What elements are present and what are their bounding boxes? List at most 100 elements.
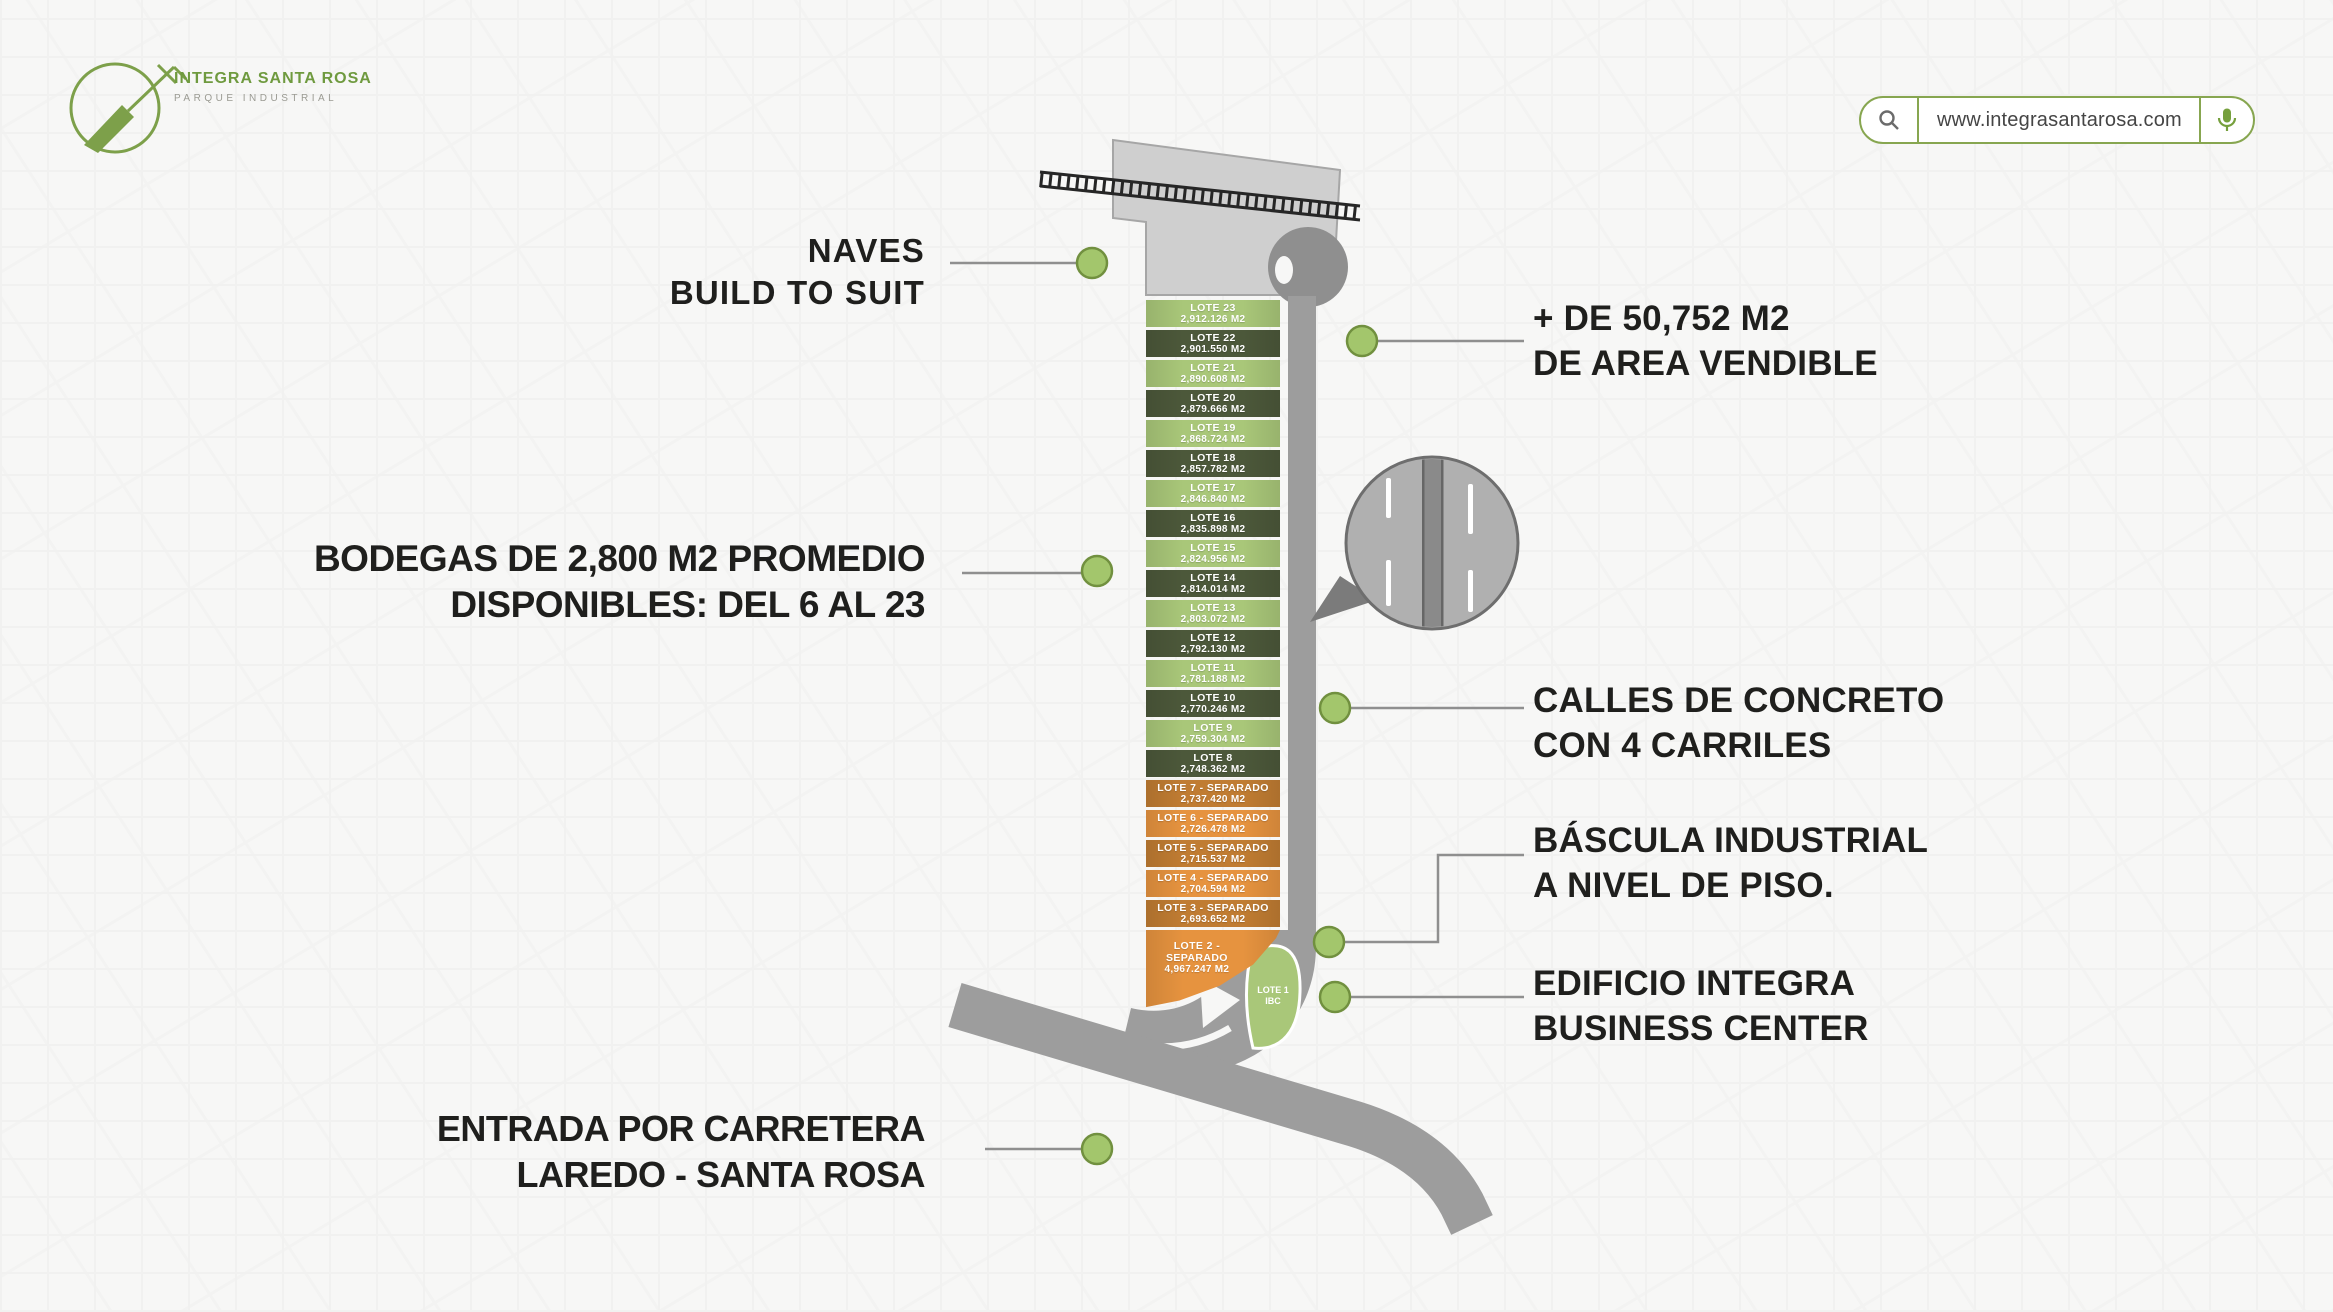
lot-name: LOTE 13	[1190, 601, 1236, 614]
lot-area: 4,967.247 M2	[1164, 964, 1230, 975]
lot-name: LOTE 10	[1190, 691, 1236, 704]
callout-calles-line2: CON 4 CARRILES	[1533, 726, 1832, 765]
lot-name: LOTE 15	[1190, 541, 1236, 554]
bascula-callout-dot	[1312, 925, 1346, 959]
callout-bascula-line1: BÁSCULA INDUSTRIAL	[1533, 821, 1929, 860]
callout-calles: CALLES DE CONCRETO CON 4 CARRILES	[1533, 678, 1944, 768]
lot-area: 2,857.782 M2	[1180, 463, 1246, 475]
callout-naves-line2: BUILD TO SUIT	[669, 274, 925, 311]
lot-name: LOTE 7 - SEPARADO	[1157, 781, 1269, 794]
lot-name: LOTE 11	[1190, 661, 1236, 674]
lot-name: LOTE 19	[1190, 421, 1236, 434]
pill-divider	[2199, 98, 2201, 142]
callout-connectors	[950, 261, 1524, 1151]
lot-area: 2,890.608 M2	[1180, 373, 1246, 385]
microphone-icon[interactable]	[2201, 98, 2253, 142]
bodegas-callout-dot	[1080, 554, 1114, 588]
url-search-bar[interactable]: www.integrasantarosa.com	[1859, 96, 2255, 144]
lot-name: LOTE 18	[1190, 451, 1236, 464]
lot-name: LOTE 2 - SEPARADO	[1165, 940, 1228, 964]
callout-entrada-line1: ENTRADA POR CARRETERA	[436, 1108, 926, 1149]
culdesac-island	[1275, 256, 1293, 284]
callout-edificio: EDIFICIO INTEGRA BUSINESS CENTER	[1533, 961, 1869, 1051]
pill-divider	[1917, 98, 1919, 142]
callout-entrada: ENTRADA POR CARRETERA LAREDO - SANTA ROS…	[436, 1106, 926, 1198]
lot-area: 2,704.594 M2	[1180, 883, 1246, 895]
lot-name: LOTE 20	[1190, 391, 1236, 404]
lot-name: LOTE 14	[1190, 571, 1236, 584]
lot-name: LOTE 16	[1190, 511, 1236, 524]
lot-name: LOTE 12	[1190, 631, 1236, 644]
area-callout-dot	[1345, 324, 1379, 358]
lot-area: 2,835.898 M2	[1180, 523, 1246, 535]
calles-callout-dot	[1318, 691, 1352, 725]
callout-bodegas-line2: DISPONIBLES: DEL 6 AL 23	[450, 584, 925, 625]
brand-name: INTEGRA SANTA ROSA	[174, 70, 372, 87]
railroad-icon	[1039, 170, 1361, 222]
lot-name: LOTE 9	[1193, 721, 1233, 734]
edificio-callout-dot	[1318, 980, 1352, 1014]
callout-area-vendible: + DE 50,752 M2 DE AREA VENDIBLE	[1533, 296, 1878, 386]
brand-text-block: INTEGRA SANTA ROSA PARQUE INDUSTRIAL	[174, 70, 372, 104]
callout-bodegas-line1: BODEGAS DE 2,800 M2 PROMEDIO	[313, 538, 926, 579]
callout-bodegas: BODEGAS DE 2,800 M2 PROMEDIO DISPONIBLES…	[313, 536, 926, 628]
callout-area-line1: + DE 50,752 M2	[1533, 299, 1790, 338]
search-icon[interactable]	[1861, 98, 1917, 142]
lot-area: 2,737.420 M2	[1180, 793, 1246, 805]
lot-1-parcel	[1245, 944, 1302, 1050]
lot-name: LOTE 6 - SEPARADO	[1157, 811, 1269, 824]
callout-calles-line1: CALLES DE CONCRETO	[1533, 681, 1945, 720]
brand-tagline: PARQUE INDUSTRIAL	[174, 93, 338, 104]
callout-edificio-line1: EDIFICIO INTEGRA	[1533, 964, 1856, 1003]
callout-naves: NAVES BUILD TO SUIT	[670, 230, 925, 314]
highway-road	[948, 982, 1493, 1235]
lot-name: LOTE 17	[1190, 481, 1236, 494]
callout-bascula: BÁSCULA INDUSTRIAL A NIVEL DE PISO.	[1533, 818, 1928, 908]
lot-area: 2,726.478 M2	[1180, 823, 1246, 835]
lot-name: LOTE 5 - SEPARADO	[1157, 841, 1269, 854]
lot-area: 2,868.724 M2	[1180, 433, 1246, 445]
lot-name: LOTE 23	[1190, 301, 1236, 314]
lot-area: 2,792.130 M2	[1180, 643, 1246, 655]
interior-road	[1288, 296, 1316, 886]
callout-area-line2: DE AREA VENDIBLE	[1533, 344, 1878, 383]
lot-area: 2,912.126 M2	[1180, 313, 1246, 325]
lot-1-sublabel: IBC	[1265, 996, 1281, 1006]
culdesac	[1268, 227, 1348, 307]
lot-area: 2,770.246 M2	[1180, 703, 1246, 715]
lot-name: LOTE 8	[1193, 751, 1233, 764]
lot-name: LOTE 3 - SEPARADO	[1157, 901, 1269, 914]
lot-name: LOTE 4 - SEPARADO	[1157, 871, 1269, 884]
lot-area: 2,715.537 M2	[1180, 853, 1246, 865]
lot-area: 2,693.652 M2	[1180, 913, 1246, 925]
traffic-island	[1200, 978, 1240, 1028]
lot-1-label: LOTE 1	[1257, 985, 1289, 995]
lot-area: 2,814.014 M2	[1180, 583, 1246, 595]
lot-area: 2,879.666 M2	[1180, 403, 1246, 415]
callout-edificio-line2: BUSINESS CENTER	[1533, 1009, 1869, 1048]
url-text[interactable]: www.integrasantarosa.com	[1937, 108, 2182, 131]
brand-logo-icon	[69, 62, 188, 154]
callout-bascula-line2: A NIVEL DE PISO.	[1533, 866, 1834, 905]
lot-area: 2,759.304 M2	[1180, 733, 1246, 745]
lot-area: 2,748.362 M2	[1180, 763, 1246, 775]
